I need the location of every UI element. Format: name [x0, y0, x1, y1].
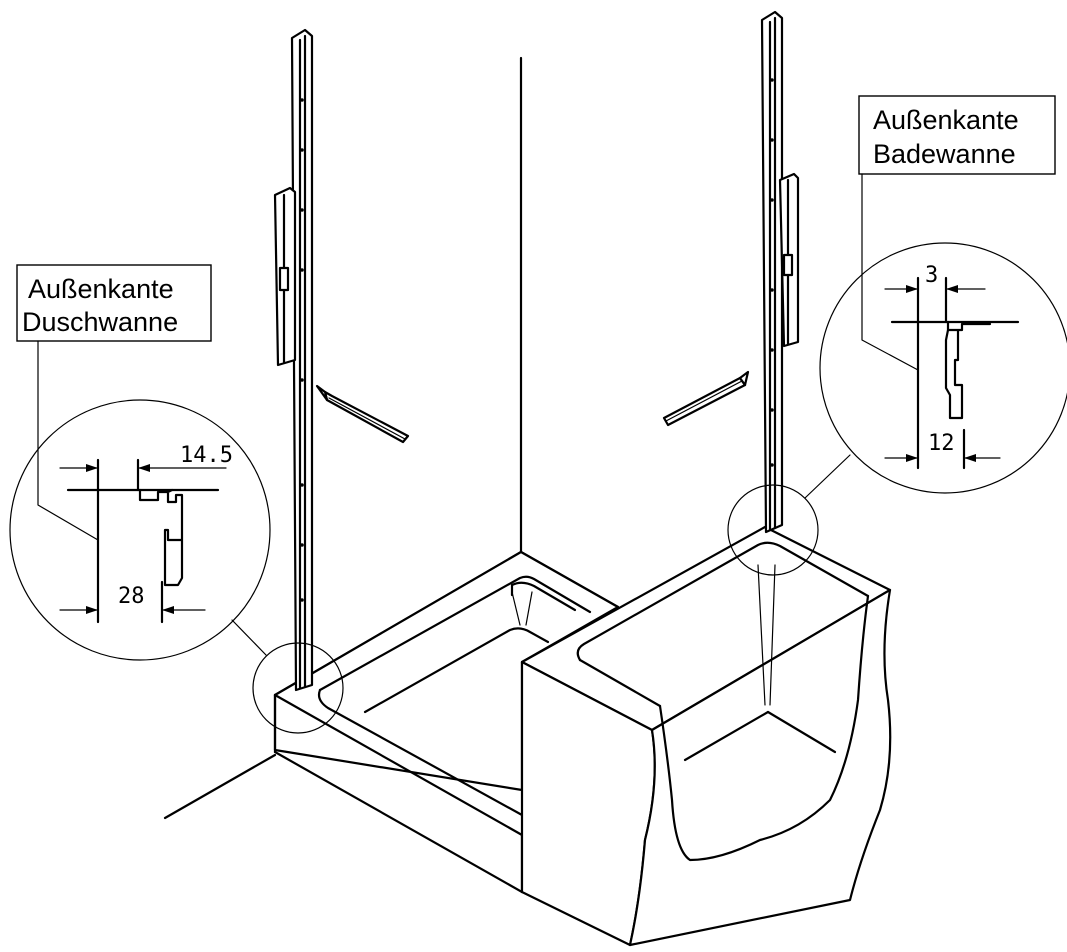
shower-edge-label: Außenkante Duschwanne — [16, 264, 212, 541]
pencil-left — [315, 384, 410, 444]
right-profile-holes — [770, 78, 774, 467]
shower-detail-leader — [231, 619, 267, 656]
bathtub-edge-label: Außenkante Badewanne — [858, 95, 1056, 371]
shower-label-line1: Außenkante — [28, 274, 174, 304]
shower-detail-view: 14.5 28 — [9, 399, 271, 661]
left-wall-profile — [273, 28, 314, 692]
shower-dim-bottom: 28 — [118, 584, 145, 609]
bathtub-detail-view: 3 12 — [819, 242, 1067, 494]
bathtub-label-line2: Badewanne — [873, 139, 1016, 169]
bathtub-dim-bottom: 12 — [928, 431, 955, 456]
bathtub-detail-leader — [804, 454, 851, 499]
right-wall-profile — [760, 10, 800, 534]
bathtub-label-line1: Außenkante — [873, 105, 1019, 135]
bathtub-detail-marker — [727, 484, 819, 576]
shower-dim-top: 14.5 — [180, 443, 233, 468]
left-profile-holes — [300, 98, 304, 602]
shower-detail-marker — [252, 642, 344, 734]
shower-label-line2: Duschwanne — [22, 307, 178, 337]
bathtub-dim-top: 3 — [925, 263, 938, 288]
pencil-right — [662, 370, 750, 427]
bathtub — [520, 525, 892, 947]
